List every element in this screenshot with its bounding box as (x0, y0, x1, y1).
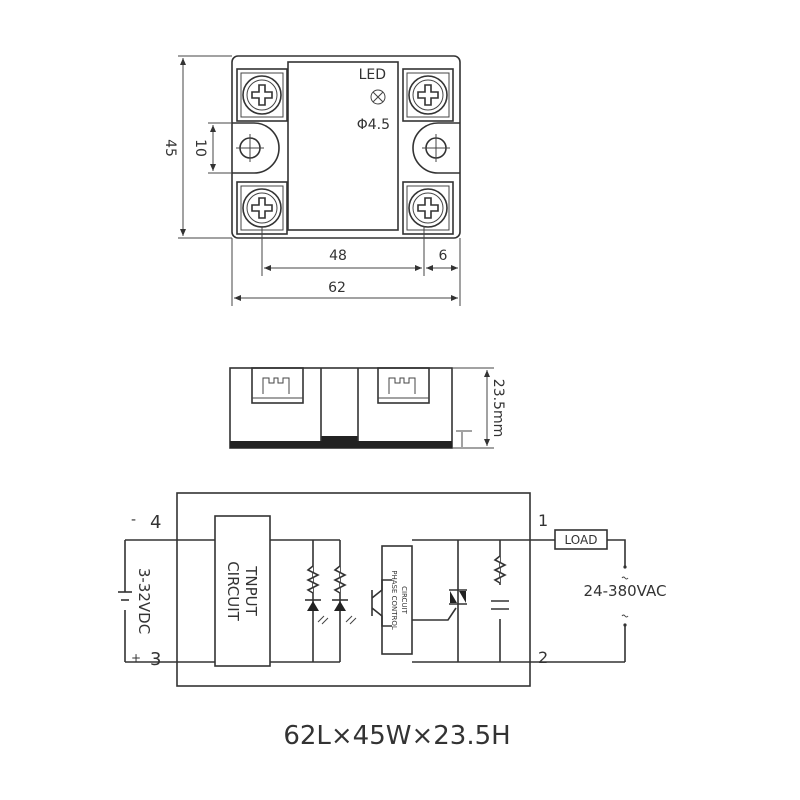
phase-control-block (381, 545, 413, 655)
led-icon (370, 89, 386, 105)
resistor-led-pair (305, 565, 357, 625)
terminal-1-label: 1 (538, 511, 548, 530)
led-diode-icon (334, 601, 346, 611)
led-label: LED (359, 67, 386, 83)
terminal-2-label: 2 (538, 648, 548, 667)
relay-enclosure (176, 492, 531, 687)
terminal-3-label: 3 (150, 649, 161, 670)
terminal-4-label: 4 (150, 512, 161, 533)
input-voltage-label: 3-32VDC (135, 568, 153, 634)
resistor-icon (306, 565, 320, 594)
side-view: 23.5mm (229, 367, 506, 449)
side-terminal (251, 367, 304, 404)
led-diameter-label: Φ4.5 (357, 117, 390, 133)
triac-icon (449, 589, 467, 605)
input-wiring (124, 539, 215, 663)
screw-terminal-icon (402, 181, 454, 235)
ac-terminal-dot (623, 623, 627, 627)
top-view: LED Φ4.5 45 10 48 6 62 (162, 55, 461, 306)
dim-length-label: 62 (328, 280, 346, 296)
input-circuit-block (214, 515, 271, 667)
plus-sign: + (131, 651, 141, 665)
rc-snubber (491, 555, 509, 619)
phase-control-label-1: PHASE CONTROL (390, 570, 398, 630)
ac-terminal-dot (623, 565, 627, 569)
dimensions-caption: 62L×45W×23.5H (283, 721, 510, 751)
resistor-icon (333, 565, 347, 594)
mounting-ear-right (412, 122, 460, 174)
screw-terminal-icon (402, 68, 454, 122)
led-diode-icon (307, 601, 319, 611)
side-terminal (377, 367, 430, 404)
input-circuit-label-2: CIRCUIT (224, 561, 242, 621)
dim-hole-label: 10 (192, 139, 208, 157)
dim-pitch-label: 48 (329, 248, 347, 264)
dim-edge-label: 6 (439, 248, 448, 264)
load-wiring (607, 539, 626, 662)
mounting-hole-icon (235, 133, 265, 163)
battery-icon (118, 591, 132, 601)
base-strip (230, 441, 452, 448)
minus-sign: - (131, 512, 136, 528)
input-circuit-label-1: TNPUT (242, 565, 260, 616)
resistor-icon (493, 555, 507, 584)
dim-height-label: 45 (162, 139, 178, 157)
output-wiring (412, 539, 625, 663)
output-voltage-label: 24-380VAC (584, 582, 667, 600)
ac-symbol-icon (621, 576, 629, 618)
phase-control-label-2: CIRCUIT (400, 586, 408, 615)
load-label: LOAD (565, 533, 598, 547)
center-panel (287, 61, 399, 231)
center-slot-base (321, 436, 358, 442)
mounting-ear-left (232, 122, 280, 174)
led-branch-wiring (270, 539, 341, 663)
relay-body-outline (231, 55, 461, 239)
dim-side-height-label: 23.5mm (490, 379, 506, 437)
mounting-hole-icon (421, 133, 451, 163)
circuit-diagram: - 4 + 3 3-32VDC TNPUT CIRCUIT PHASE CONT… (118, 492, 667, 687)
screw-terminal-icon (236, 68, 288, 122)
light-emission-icon (317, 615, 357, 625)
